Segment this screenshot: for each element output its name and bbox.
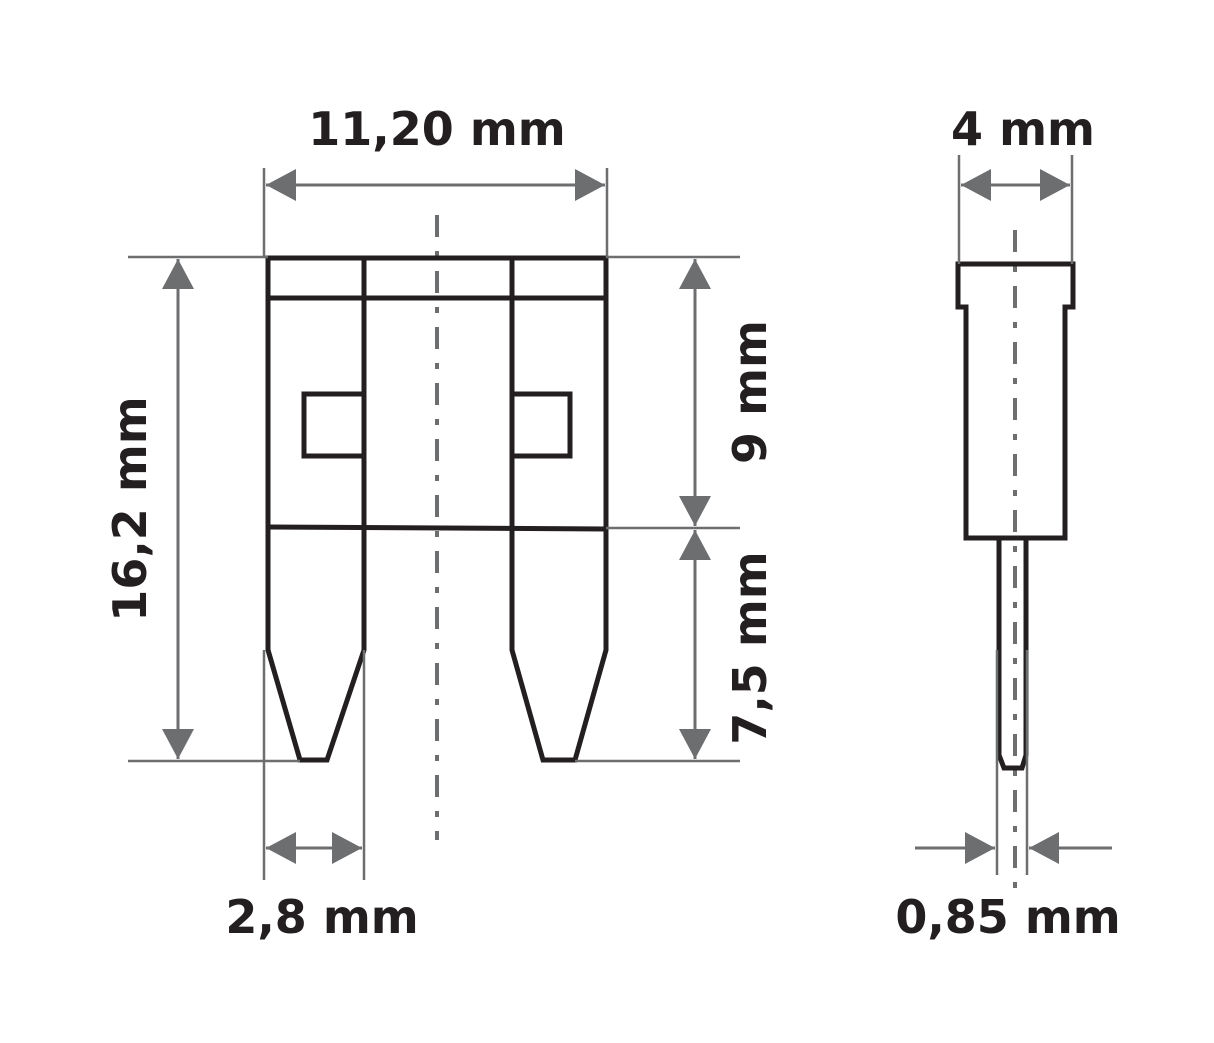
thickness-dimension: 4 mm xyxy=(951,102,1095,264)
blade-width-dimension: 2,8 mm xyxy=(225,650,419,944)
width-label: 11,20 mm xyxy=(308,102,565,156)
right-blade xyxy=(509,528,609,763)
front-view: 11,20 mm 16,2 mm 9 mm 7,5 mm 2,8 mm xyxy=(103,102,777,944)
height-label: 16,2 mm xyxy=(103,396,157,621)
fuse-side-blade xyxy=(996,538,1029,771)
body-height-label: 9 mm xyxy=(723,320,777,464)
top-band xyxy=(265,255,609,301)
right-window xyxy=(509,391,573,459)
right-dimensions: 9 mm 7,5 mm xyxy=(575,255,777,763)
blade-width-label: 2,8 mm xyxy=(225,890,418,944)
left-window xyxy=(301,391,367,459)
blade-thickness-dimension: 0,85 mm xyxy=(895,650,1121,944)
height-dimension: 16,2 mm xyxy=(103,255,300,763)
side-view: 4 mm 0,85 mm xyxy=(895,102,1120,944)
width-dimension: 11,20 mm xyxy=(262,102,609,258)
left-blade xyxy=(265,528,367,763)
blade-length-label: 7,5 mm xyxy=(723,551,777,744)
thickness-label: 4 mm xyxy=(951,102,1095,156)
blade-thickness-label: 0,85 mm xyxy=(895,890,1120,944)
fuse-front-outline xyxy=(265,255,609,763)
